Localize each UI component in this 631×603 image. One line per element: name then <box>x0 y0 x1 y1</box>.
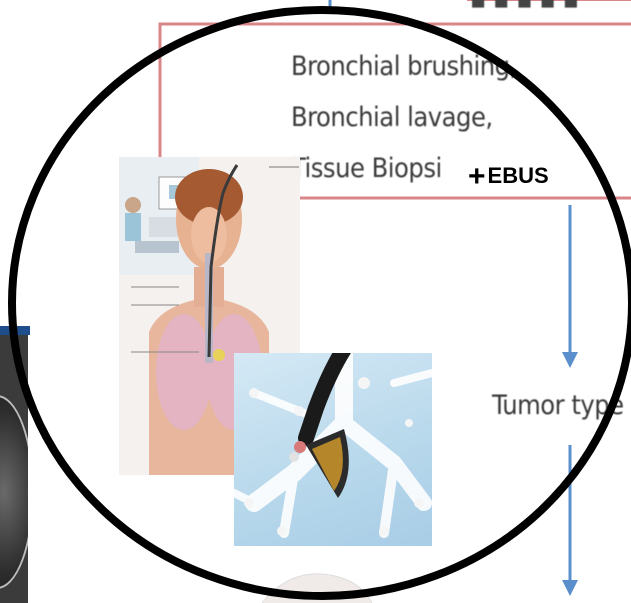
circle-outline <box>12 10 631 596</box>
